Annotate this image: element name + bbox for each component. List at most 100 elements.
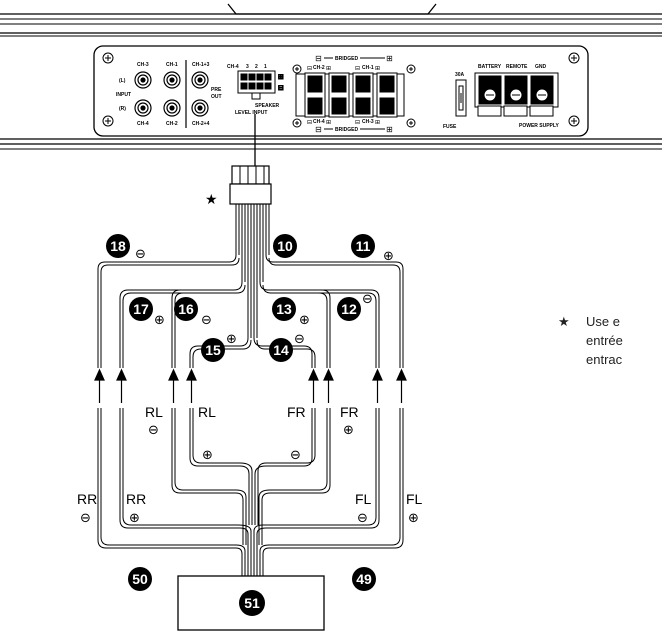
side-note: ★ Use e entrée entrac (558, 312, 662, 369)
arrow-icons (94, 368, 407, 403)
plus-icon: ⊕ (299, 313, 310, 328)
label-fr-inner: FR (287, 404, 306, 420)
note-line-1: Use e (586, 314, 620, 329)
label-ch4: CH-4 (313, 119, 325, 125)
plus-icon: ⊕ (154, 313, 165, 328)
label-ch13: CH-1+3 (192, 62, 210, 68)
callout-49: 49 (352, 567, 376, 591)
svg-text:⊞: ⊞ (375, 119, 380, 126)
svg-text:50: 50 (132, 571, 148, 587)
svg-text:15: 15 (205, 342, 221, 358)
plus-icon: ⊕ (383, 249, 394, 264)
label-ch2: CH-2 (313, 65, 325, 71)
svg-text:⊞: ⊞ (278, 73, 284, 81)
wire-bundle (97, 204, 404, 576)
minus-icon: ⊖ (80, 511, 91, 526)
svg-text:⊟: ⊟ (315, 125, 322, 134)
fuse-icon (455, 79, 467, 117)
svg-text:13: 13 (276, 301, 292, 317)
svg-text:⊟: ⊟ (307, 65, 312, 72)
label-bridged-top: BRIDGED (335, 56, 358, 62)
minus-icon: ⊖ (362, 292, 373, 307)
label-r: (R) (119, 106, 126, 112)
bridged-labels: ⊟ BRIDGED ⊞ ⊟ CH-2 ⊞ ⊟ CH-1 ⊞ ⊟ CH-4 ⊞ ⊟… (307, 54, 393, 134)
label-ch24: CH-2+4 (192, 121, 210, 127)
star-icon: ★ (558, 314, 570, 329)
svg-text:⊞: ⊞ (326, 65, 331, 72)
label-sp-1: 1 (264, 64, 267, 70)
label-ch1: CH-1 (362, 65, 374, 71)
note-line-2: entrée (586, 333, 623, 348)
label-fuse: FUSE (443, 124, 457, 130)
label-rl-outer: RL (145, 404, 163, 420)
callout-16: 16 (174, 297, 198, 321)
label-fl-outer: FL (406, 491, 423, 507)
speaker-output-terminals (295, 72, 405, 118)
svg-text:10: 10 (277, 238, 293, 254)
callout-14: 14 (269, 338, 293, 362)
plus-icon: ⊕ (129, 511, 140, 526)
svg-text:18: 18 (110, 238, 126, 254)
label-l: (L) (119, 78, 126, 84)
label-battery: BATTERY (478, 64, 502, 70)
label-rr-outer: RR (77, 491, 97, 507)
plus-icon: ⊕ (408, 511, 419, 526)
amplifier-body (0, 3, 662, 150)
label-rl-inner: RL (198, 404, 216, 420)
label-fr-outer: FR (340, 404, 359, 420)
label-ch2: CH-2 (166, 121, 178, 127)
label-ch3: CH-3 (137, 62, 149, 68)
power-labels: BATTERY REMOTE GND POWER SUPPLY (478, 64, 559, 129)
minus-icon: ⊖ (135, 247, 146, 262)
callout-18: 18 (106, 234, 130, 258)
svg-text:⊟: ⊟ (315, 54, 322, 63)
svg-text:⊟: ⊟ (355, 65, 360, 72)
callout-13: 13 (272, 297, 296, 321)
label-ch1: CH-1 (166, 62, 178, 68)
label-fl-inner: FL (355, 491, 372, 507)
svg-text:⊞: ⊞ (326, 119, 331, 126)
label-sp-ch4: CH-4 (227, 64, 239, 70)
minus-icon: ⊖ (290, 448, 301, 463)
power-terminals (474, 72, 559, 117)
star-icon: ★ (205, 192, 218, 208)
note-line-3: entrac (586, 352, 623, 367)
wire-labels: RL ⊖ RL ⊕ FR ⊖ FR ⊕ RR ⊖ RR ⊕ FL ⊖ FL ⊕ (77, 404, 423, 526)
svg-text:17: 17 (133, 301, 149, 317)
callout-50: 50 (128, 567, 152, 591)
minus-icon: ⊖ (148, 423, 159, 438)
screw-icons (292, 64, 416, 128)
label-out: OUT (211, 94, 222, 100)
speaker-level-input-connector: ⊞ ⊟ (237, 70, 284, 100)
label-gnd: GND (535, 64, 547, 70)
svg-text:⊞: ⊞ (375, 65, 380, 72)
corner-screw-icons (102, 52, 580, 127)
label-sp-3: 3 (246, 64, 249, 70)
label-speaker: SPEAKER (255, 103, 280, 109)
minus-icon: ⊖ (294, 332, 305, 347)
minus-icon: ⊖ (357, 511, 368, 526)
label-input: INPUT (116, 92, 131, 98)
harness-plug (229, 114, 272, 205)
svg-text:51: 51 (244, 595, 260, 611)
minus-icon: ⊖ (201, 313, 212, 328)
svg-text:⊞: ⊞ (386, 125, 393, 134)
label-ch4: CH-4 (137, 121, 149, 127)
plus-icon: ⊕ (226, 332, 237, 347)
callout-15: 15 (201, 338, 225, 362)
svg-text:⊟: ⊟ (355, 119, 360, 126)
speaker-input-labels: CH-4 3 2 1 SPEAKER LEVEL INPUT (227, 64, 280, 116)
label-pre: PRE (211, 87, 222, 93)
label-level-input: LEVEL INPUT (235, 110, 267, 116)
callout-12: 12 (337, 297, 361, 321)
label-power-supply: POWER SUPPLY (519, 123, 559, 129)
plus-icon: ⊕ (343, 423, 354, 438)
label-fuse-rating: 30A (455, 72, 465, 78)
svg-text:14: 14 (273, 342, 289, 358)
label-bridged-bottom: BRIDGED (335, 127, 358, 133)
label-rr-inner: RR (126, 491, 146, 507)
callout-10: 10 (273, 234, 297, 258)
callout-11: 11 (351, 234, 375, 258)
label-ch3: CH-3 (362, 119, 374, 125)
